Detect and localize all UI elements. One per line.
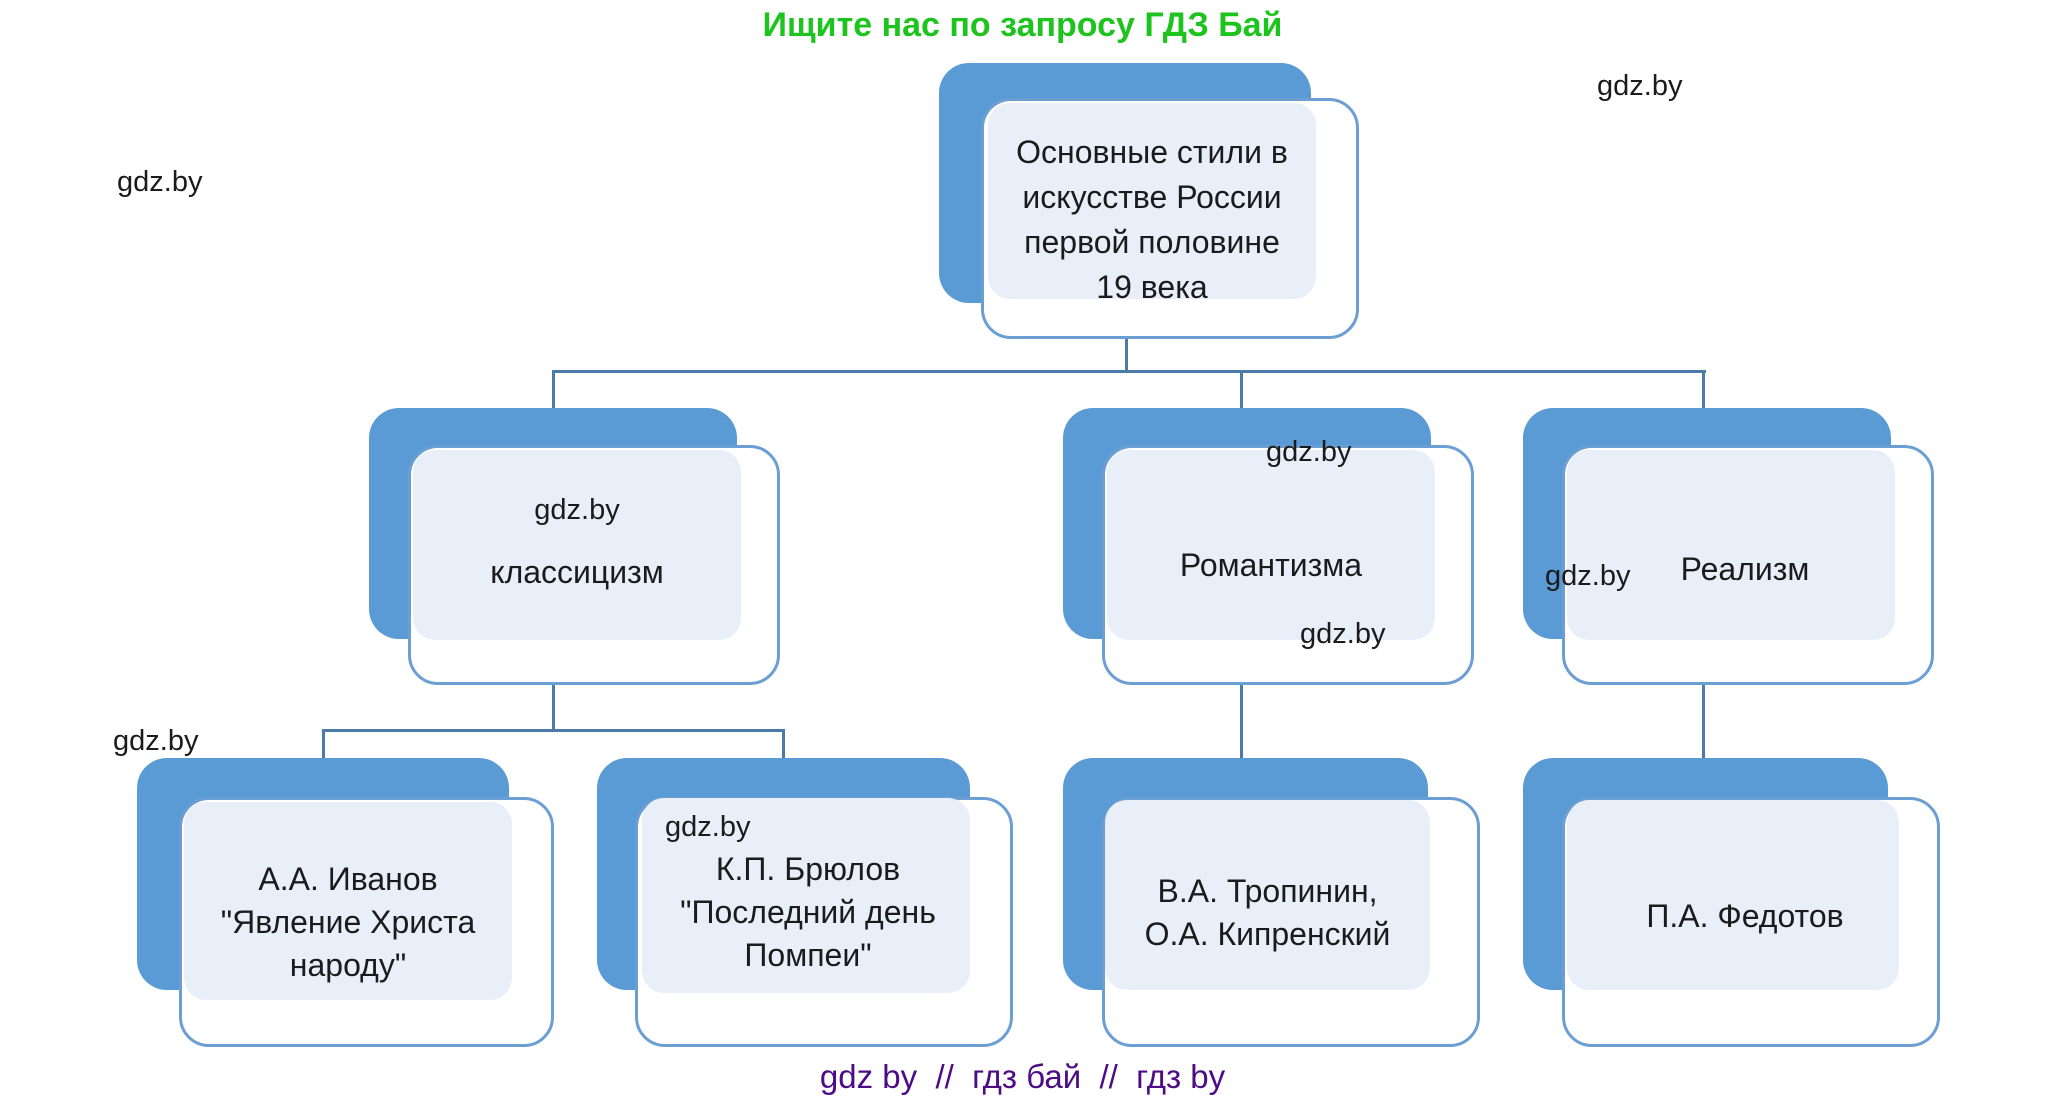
connector-level2-horizontal	[322, 729, 785, 732]
node-tropinin: В.А. Тропинин, О.А. Кипренский	[1063, 758, 1493, 1053]
connector-root-stub	[1125, 339, 1128, 373]
connector-classicism-stub	[552, 685, 555, 732]
node-label-classicism: классицизм	[490, 554, 664, 590]
watermark-romanticism-top: gdz.by	[1266, 436, 1352, 468]
node-romanticism: gdz.by Романтизма gdz.by	[1063, 408, 1483, 693]
watermark-top-right: gdz.by	[1597, 70, 1683, 102]
node-root: Основные стили в искусстве России первой…	[939, 63, 1369, 343]
page-header: Ищите нас по запросу ГДЗ Бай	[762, 6, 1283, 44]
connector-drop-realism	[1702, 370, 1705, 410]
watermark-top-left: gdz.by	[117, 166, 203, 198]
connector-drop-ivanov	[322, 729, 325, 760]
node-label-romanticism: Романтизма	[1179, 547, 1363, 583]
watermark-realism: gdz.by	[1545, 560, 1631, 592]
connector-realism-fedotov	[1702, 685, 1705, 760]
node-label-root: Основные стили в искусстве России первой…	[1016, 134, 1288, 305]
node-classicism: gdz.by классицизм	[369, 408, 789, 693]
node-realism: gdz.by Реализм	[1523, 408, 1943, 693]
node-root-panel	[988, 103, 1316, 299]
node-realism-panel	[1567, 450, 1895, 640]
node-classicism-panel	[413, 450, 741, 640]
node-label-bryulov: К.П. Брюлов "Последний день Помпеи"	[680, 851, 936, 973]
node-tropinin-panel	[1105, 800, 1430, 990]
watermark-ivanov-left: gdz.by	[113, 725, 199, 757]
connector-level1-horizontal	[553, 370, 1706, 373]
watermark-bryulov: gdz.by	[665, 811, 751, 843]
connector-romanticism-tropinin	[1240, 685, 1243, 760]
connector-drop-classicism	[552, 370, 555, 410]
connector-drop-romanticism	[1240, 370, 1243, 410]
node-ivanov-panel	[184, 802, 512, 1000]
node-label-fedotov: П.А. Федотов	[1646, 898, 1844, 934]
node-fedotov: П.А. Федотов	[1523, 758, 1953, 1053]
node-label-ivanov: А.А. Иванов "Явление Христа народу"	[220, 861, 476, 983]
watermark-classicism: gdz.by	[534, 494, 620, 526]
watermark-romanticism-bottom: gdz.by	[1300, 618, 1386, 650]
connector-drop-bryulov	[782, 729, 785, 760]
node-label-realism: Реализм	[1680, 551, 1810, 587]
node-label-tropinin: В.А. Тропинин, О.А. Кипренский	[1144, 873, 1391, 952]
node-bryulov-panel	[642, 798, 970, 993]
node-ivanov: А.А. Иванов "Явление Христа народу"	[137, 758, 567, 1053]
page-footer: gdz by // гдз бай // гдз by	[819, 1058, 1226, 1095]
node-romanticism-panel	[1107, 450, 1435, 640]
node-fedotov-panel	[1567, 800, 1899, 990]
node-bryulov: gdz.by К.П. Брюлов "Последний день Помпе…	[597, 758, 1027, 1053]
